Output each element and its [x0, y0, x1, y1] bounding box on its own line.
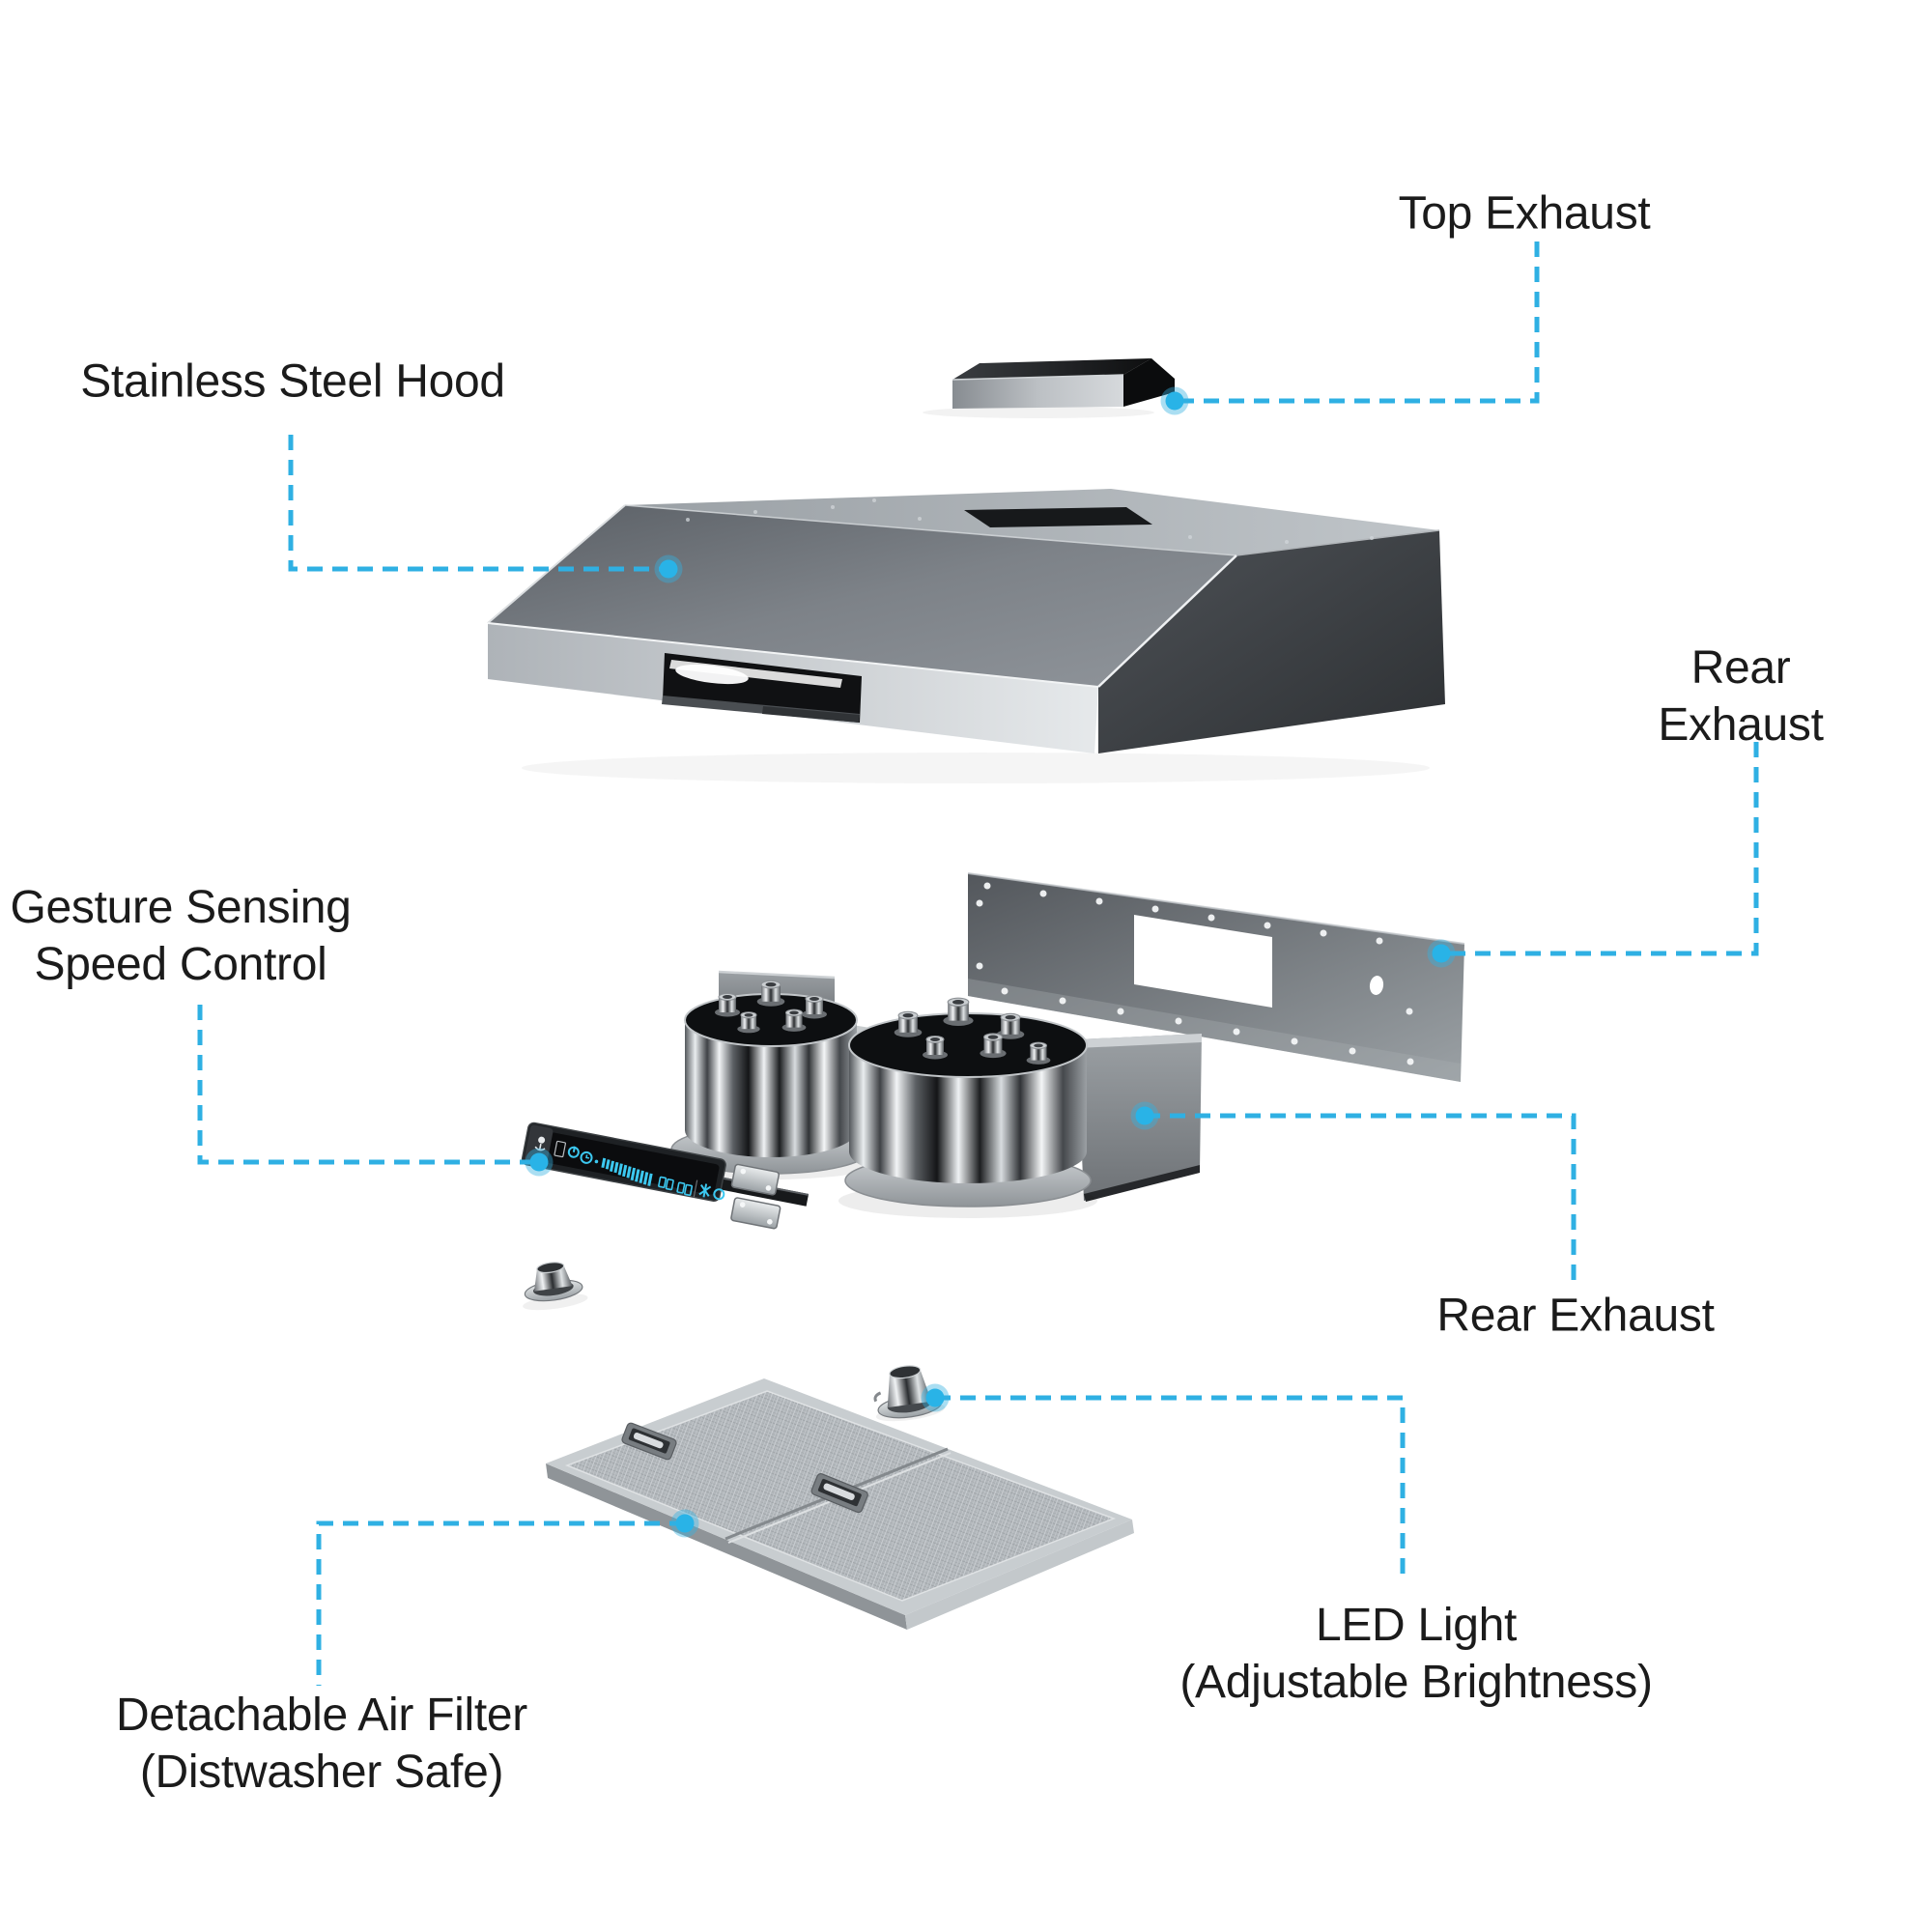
rear-panel-duct-cutout [1134, 915, 1272, 1008]
part-rear-panel [967, 872, 1465, 1082]
label-rear-exhaust-lower: Rear Exhaust [1436, 1290, 1715, 1342]
connector-stainless-steel-hood [288, 435, 668, 572]
hood-left-edge [487, 504, 626, 624]
connector-gesture-control [197, 1005, 539, 1165]
duct-edge-highlight [952, 374, 1124, 381]
filter-latch-right[interactable] [810, 1472, 869, 1514]
rear-panel-top-edge [967, 872, 1465, 945]
power-icon-tick [572, 1146, 576, 1152]
blower-right-wall-flange [1077, 1034, 1202, 1048]
part-blower-assembly [665, 970, 1202, 1218]
part-grease-cup [523, 1262, 588, 1311]
hood-band-edge [487, 622, 1099, 688]
rear-panel-screw-holes [976, 882, 1414, 1065]
fan2-drum [849, 1045, 1087, 1183]
connector-top-exhaust [1175, 242, 1540, 404]
connector-led-light [935, 1395, 1406, 1579]
hotspot-dot-hood [654, 554, 683, 583]
label-led-light: LED Light (Adjustable Brightness) [1179, 1600, 1653, 1708]
control-bracket-lower [730, 1197, 781, 1230]
filter-latch-left[interactable] [621, 1422, 677, 1461]
hotspot-dot-air-filter [670, 1509, 699, 1538]
control-bar-display [528, 1129, 720, 1195]
indicator-dot [594, 1159, 599, 1164]
speed-level-bars [601, 1157, 653, 1186]
hotspot-dot-rear-exhaust-upper [1427, 939, 1456, 968]
control-bar-left-cap [524, 1124, 554, 1166]
timer-icon[interactable] [580, 1151, 593, 1164]
hood-crease-right [1097, 554, 1237, 688]
rear-panel-cable-hole [1369, 976, 1384, 995]
vent-slot-handle-dark [762, 706, 860, 723]
display-divider [693, 1179, 698, 1198]
rear-panel-bottom-fold [968, 979, 1461, 1082]
blower-left-wall-edge [718, 970, 836, 980]
duct-end-face [1123, 358, 1175, 407]
hood-crease-top [624, 504, 1237, 556]
grease-cup-top [536, 1262, 565, 1274]
label-rear-exhaust-upper: Rear Exhaust [1658, 642, 1824, 751]
hood-back-right-edge [1236, 529, 1440, 556]
led-lamp-top [889, 1365, 922, 1379]
led-lamp-clip [873, 1391, 882, 1403]
gesture-icon-left[interactable] [534, 1136, 547, 1151]
grease-cup-shadow [523, 1293, 588, 1311]
display-digits [658, 1176, 694, 1197]
label-detachable-air-filter: Detachable Air Filter (Distwasher Safe) [116, 1690, 527, 1798]
hotspot-dot-gesture-control [525, 1148, 554, 1177]
part-air-filter [546, 1378, 1134, 1630]
hood-rivets [686, 498, 1374, 544]
duct-front-face [952, 375, 1123, 409]
label-top-exhaust: Top Exhaust [1398, 187, 1651, 240]
filter-side-left [546, 1463, 907, 1630]
hotspot-dot-top-exhaust [1160, 386, 1189, 415]
hood-right-face [1098, 530, 1445, 753]
part-hood [487, 489, 1445, 783]
label-stainless-steel-hood: Stainless Steel Hood [80, 355, 505, 408]
usb-port[interactable] [554, 1140, 566, 1158]
part-control-panel [521, 1122, 810, 1230]
fan-speed-icon[interactable] [698, 1183, 712, 1199]
part-top-exhaust-duct [923, 358, 1175, 418]
duct-shadow [923, 407, 1154, 418]
fan1-drum [685, 1020, 857, 1157]
bracket-screws [739, 1168, 773, 1225]
hood-shadow [522, 753, 1430, 783]
part-led-lamp [873, 1365, 946, 1422]
hotspot-dot-rear-exhaust-lower [1130, 1101, 1159, 1130]
connector-rear-exhaust-upper [1441, 742, 1759, 956]
hotspot-dot-led-light [921, 1383, 950, 1412]
led-lamp-body [887, 1369, 932, 1408]
timer-icon-hands [585, 1154, 590, 1159]
vent-slot-glare-blob [675, 664, 749, 685]
label-gesture-sensing: Gesture Sensing Speed Control [10, 882, 352, 990]
hood-top-vent-cutout [964, 507, 1152, 527]
connector-air-filter [316, 1520, 685, 1686]
light-icon[interactable] [713, 1188, 725, 1201]
duct-top-face [952, 358, 1151, 380]
blower-right-wall-base [1084, 1165, 1200, 1202]
connector-rear-exhaust-lower [1145, 1113, 1577, 1283]
hood-front-face [488, 505, 1236, 687]
filter-side-right [905, 1520, 1134, 1630]
